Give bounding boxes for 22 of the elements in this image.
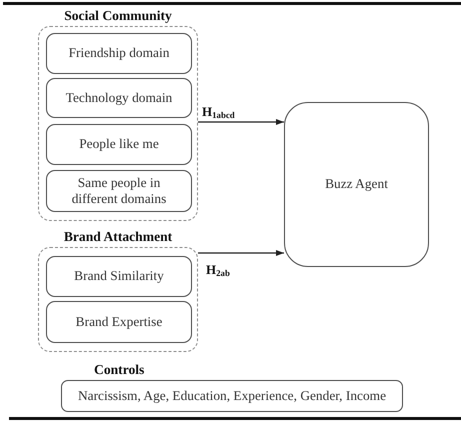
rounded-box [46, 78, 192, 118]
node-label: Same people in different domains [70, 174, 168, 208]
rounded-box [46, 256, 192, 297]
node-label: Friendship domain [68, 45, 170, 62]
node-label: Technology domain [66, 90, 172, 106]
rounded-box [46, 124, 192, 165]
node-label: Brand Expertise [76, 314, 162, 330]
node-label: People like me [79, 136, 159, 153]
group-heading: Social Community [64, 8, 172, 24]
edge-label: H$_{2ab}$ [205, 263, 231, 278]
rounded-box [46, 301, 192, 343]
edge-label: H$_{1abcd}$ [201, 105, 236, 120]
group-heading: Brand Attachment [64, 229, 172, 245]
arrow [198, 250, 284, 256]
node-label: Buzz Agent [325, 176, 388, 193]
rounded-box [46, 170, 192, 212]
group-heading: Controls [94, 362, 144, 378]
rounded-box [284, 102, 429, 267]
node-label: Brand Similarity [74, 268, 164, 285]
node-label: Narcissism, Age, Education, Experience, Gender, Income [78, 388, 386, 404]
arrow [198, 119, 284, 125]
rounded-box [46, 33, 192, 74]
